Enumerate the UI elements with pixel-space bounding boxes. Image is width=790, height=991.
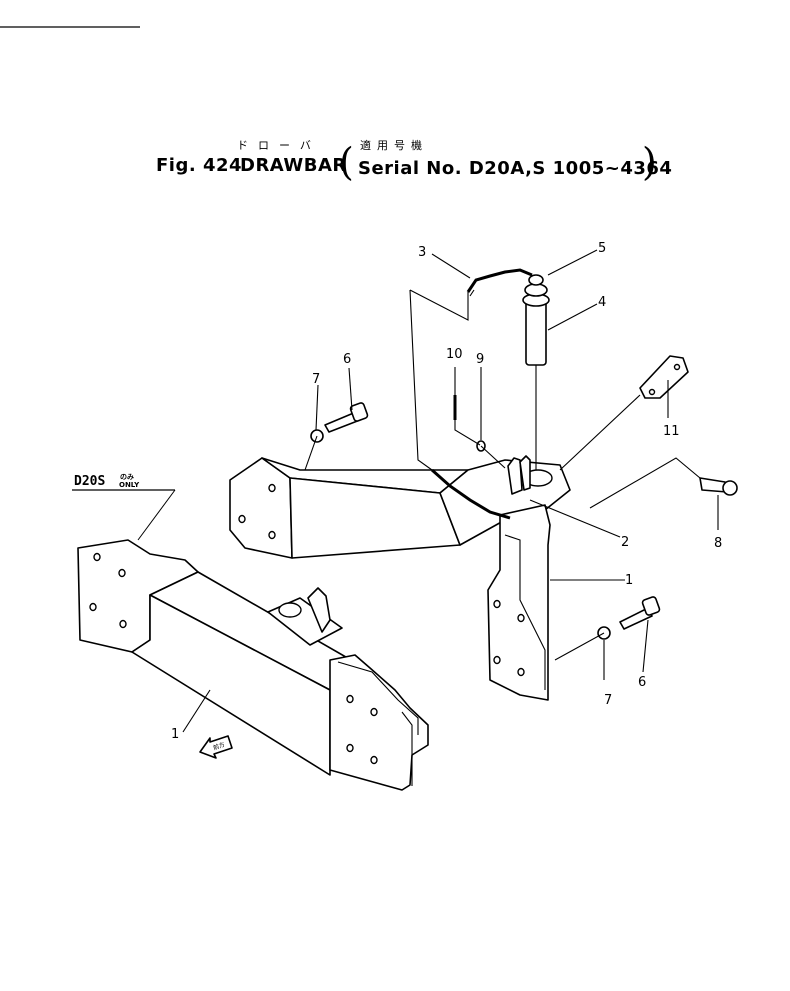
drawbar-d20s [77, 539, 429, 791]
right-parenthesis: ) [642, 140, 657, 184]
bolt-6-top [324, 402, 369, 433]
callout-6-bottom: 6 [638, 675, 646, 690]
chain [431, 268, 533, 520]
callout-3: 3 [418, 245, 426, 260]
bolt-8 [699, 477, 738, 496]
callout-11: 11 [663, 424, 680, 439]
variant-ruby: のみ [120, 473, 134, 481]
left-parenthesis: ( [339, 140, 354, 184]
serial-ruby: 適用号機 [360, 139, 428, 152]
callout-10: 10 [446, 347, 463, 362]
figure-title: DRAWBAR [240, 155, 347, 176]
callout-7-top: 7 [312, 372, 320, 387]
drawbar-pin [522, 274, 550, 470]
variant-model: D20S [74, 474, 106, 489]
lock-plate [639, 355, 689, 399]
variant-only: ONLY [119, 481, 140, 489]
front-direction-arrow-icon [199, 735, 233, 759]
callout-5: 5 [598, 241, 606, 256]
drawbar-d20a [229, 455, 571, 701]
callout-4: 4 [598, 295, 606, 310]
leader-lines [182, 249, 719, 733]
callout-1-left: 1 [171, 727, 179, 742]
bolt-6-bottom [619, 596, 661, 630]
front-arrow-label: 前方 [212, 740, 226, 752]
serial-range: Serial No. D20A,S 1005~4364 [358, 158, 673, 179]
callout-7-bottom: 7 [604, 693, 612, 708]
callout-2: 2 [621, 535, 629, 550]
figure-number: Fig. 424 [156, 155, 243, 176]
callout-9: 9 [476, 352, 484, 367]
callout-1-right: 1 [625, 573, 633, 588]
callout-8: 8 [714, 536, 722, 551]
drawbar-ruby: ドローバ [237, 139, 321, 152]
callout-6-top: 6 [343, 352, 351, 367]
variant-leader [137, 489, 176, 541]
